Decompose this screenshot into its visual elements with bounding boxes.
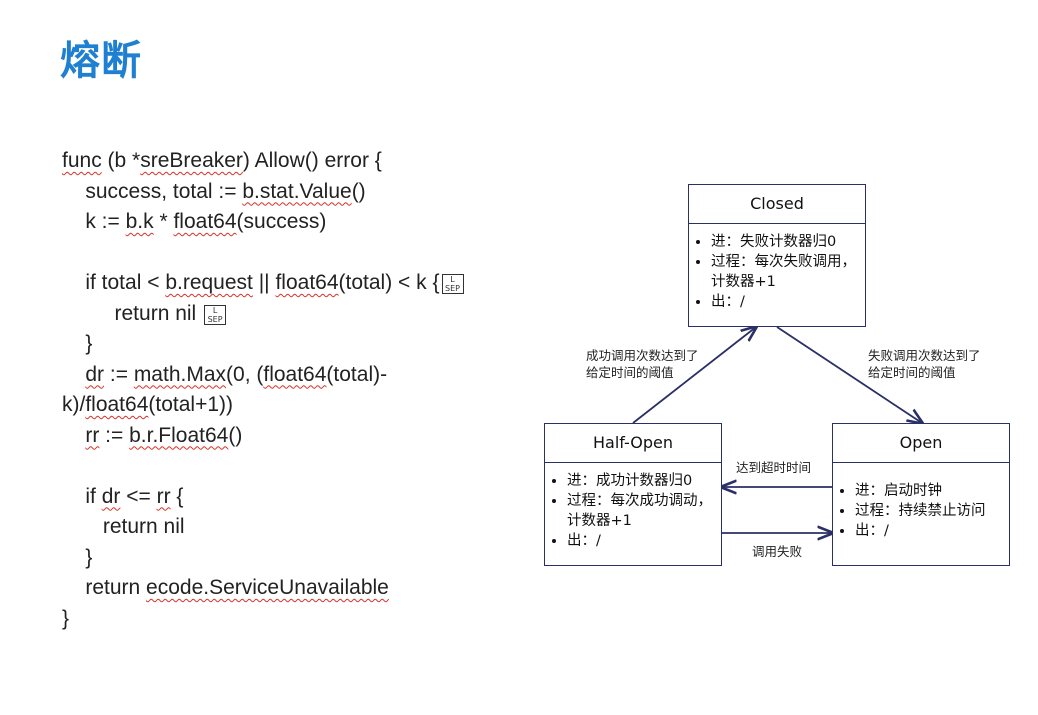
state-open-enter: 进：启动时钟 bbox=[855, 481, 1005, 501]
code-token: (total) < k { bbox=[338, 271, 440, 294]
state-open-exit: 出：/ bbox=[855, 521, 1005, 541]
code-block: func (b *sreBreaker) Allow() error { suc… bbox=[62, 146, 562, 634]
state-open-actions: 进：启动时钟 过程：持续禁止访问 出：/ bbox=[833, 481, 1009, 541]
code-token-flagged: float64 bbox=[263, 362, 327, 386]
code-token-flagged: dr bbox=[101, 484, 121, 508]
state-closed-actions: 进：失败计数器归0 过程：每次失败调用，计数器+1 出：/ bbox=[689, 232, 865, 312]
code-token: return nil bbox=[62, 515, 185, 538]
code-token: := bbox=[99, 423, 130, 447]
code-line: if dr <= rr { bbox=[62, 482, 562, 513]
code-token-flagged: rr bbox=[85, 423, 100, 447]
label-closed-to-open-line-2: 给定时间的阈值 bbox=[868, 365, 956, 380]
state-closed-enter: 进：失败计数器归0 bbox=[711, 232, 861, 252]
code-token: ) Allow() error { bbox=[242, 149, 382, 172]
code-token-flagged: float64 bbox=[173, 210, 237, 233]
code-token: || bbox=[252, 271, 276, 294]
code-token: } bbox=[62, 332, 93, 355]
state-closed-process: 过程：每次失败调用，计数器+1 bbox=[711, 252, 861, 292]
state-open-process: 过程：持续禁止访问 bbox=[855, 501, 1005, 521]
state-half-open-actions: 进：成功计数器归0 过程：每次成功调动，计数器+1 出：/ bbox=[545, 471, 721, 551]
state-half-open-name: Half-Open bbox=[545, 424, 721, 463]
label-half-open-to-open: 调用失败 bbox=[752, 544, 803, 559]
state-half-open-process: 过程：每次成功调动，计数器+1 bbox=[567, 491, 717, 531]
code-line: success, total := b.stat.Value() bbox=[62, 177, 562, 208]
code-token-flagged: math.Max bbox=[133, 362, 227, 386]
code-token: k)/ bbox=[62, 393, 86, 416]
state-half-open: Half-Open 进：成功计数器归0 过程：每次成功调动，计数器+1 出：/ bbox=[544, 423, 722, 566]
code-token-flagged: b.k bbox=[125, 210, 154, 233]
code-token: (total)- bbox=[326, 362, 388, 386]
diagram-arrows bbox=[632, 175, 1020, 575]
state-closed-name: Closed bbox=[689, 185, 865, 224]
label-closed-to-open: 失败调用次数达到了 给定时间的阈值 bbox=[868, 347, 981, 381]
code-token-flagged: ecode.ServiceUnavailable bbox=[146, 576, 389, 599]
label-half-open-to-closed: 成功调用次数达到了 给定时间的阈值 bbox=[586, 347, 699, 381]
code-token: * bbox=[153, 210, 174, 233]
arrow-half-open-to-closed bbox=[632, 327, 756, 424]
state-closed: Closed 进：失败计数器归0 过程：每次失败调用，计数器+1 出：/ bbox=[688, 184, 866, 327]
code-token bbox=[62, 363, 85, 386]
code-token-flagged: float64 bbox=[275, 271, 339, 294]
code-line bbox=[62, 238, 562, 269]
code-line: k := b.k * float64(success) bbox=[62, 207, 562, 238]
code-token: := bbox=[104, 362, 134, 386]
state-open: Open 进：启动时钟 过程：持续禁止访问 出：/ bbox=[832, 423, 1010, 566]
code-line: return nil bbox=[62, 512, 562, 543]
code-line: } bbox=[62, 543, 562, 574]
code-token-flagged: b.r.Float64 bbox=[129, 423, 229, 447]
code-token-flagged: float64 bbox=[85, 393, 149, 416]
code-line: if total < b.request || float64(total) <… bbox=[62, 268, 562, 299]
code-token: (total+1)) bbox=[148, 393, 234, 416]
label-half-open-to-closed-line-2: 给定时间的阈值 bbox=[586, 365, 674, 380]
code-line bbox=[62, 451, 562, 482]
code-token: } bbox=[62, 545, 93, 569]
code-line: k)/float64(total+1)) bbox=[62, 390, 562, 421]
code-line: } bbox=[62, 329, 562, 360]
code-token-flagged: sreBreaker bbox=[140, 149, 243, 172]
code-token: if total < bbox=[62, 271, 166, 294]
code-token: } bbox=[62, 606, 70, 630]
code-token: () bbox=[351, 179, 366, 203]
code-token: (0, ( bbox=[226, 362, 264, 386]
code-token: () bbox=[228, 423, 243, 447]
code-line: } bbox=[62, 604, 562, 635]
code-token: k := bbox=[62, 210, 126, 233]
code-token-flagged: func bbox=[62, 149, 102, 172]
label-open-to-half-open: 达到超时时间 bbox=[736, 460, 812, 475]
arrow-closed-to-open bbox=[776, 326, 922, 423]
code-token: (b * bbox=[101, 149, 141, 172]
code-token: return bbox=[62, 576, 147, 599]
code-token-flagged: rr bbox=[156, 484, 171, 508]
code-token-flagged: dr bbox=[85, 362, 105, 386]
code-line: rr := b.r.Float64() bbox=[62, 421, 562, 452]
code-line: dr := math.Max(0, (float64(total)- bbox=[62, 360, 562, 391]
code-token-flagged: b.stat.Value bbox=[242, 179, 352, 203]
code-token: success, total := bbox=[62, 179, 243, 203]
label-half-open-to-closed-line-1: 成功调用次数达到了 bbox=[586, 348, 699, 363]
code-token bbox=[62, 424, 85, 447]
page-title: 熔断 bbox=[60, 38, 142, 84]
state-half-open-enter: 进：成功计数器归0 bbox=[567, 471, 717, 491]
code-token-flagged: b.request bbox=[165, 271, 253, 294]
code-token: <= bbox=[120, 484, 157, 508]
code-token: if bbox=[62, 484, 102, 508]
code-line: func (b *sreBreaker) Allow() error { bbox=[62, 146, 562, 177]
state-closed-exit: 出：/ bbox=[711, 292, 861, 312]
code-line: return ecode.ServiceUnavailable bbox=[62, 573, 562, 604]
code-token: return nil bbox=[62, 301, 203, 325]
state-open-name: Open bbox=[833, 424, 1009, 463]
code-token: { bbox=[170, 484, 184, 508]
state-half-open-exit: 出：/ bbox=[567, 531, 717, 551]
code-token: (success) bbox=[236, 210, 327, 233]
label-closed-to-open-line-1: 失败调用次数达到了 bbox=[868, 348, 981, 363]
